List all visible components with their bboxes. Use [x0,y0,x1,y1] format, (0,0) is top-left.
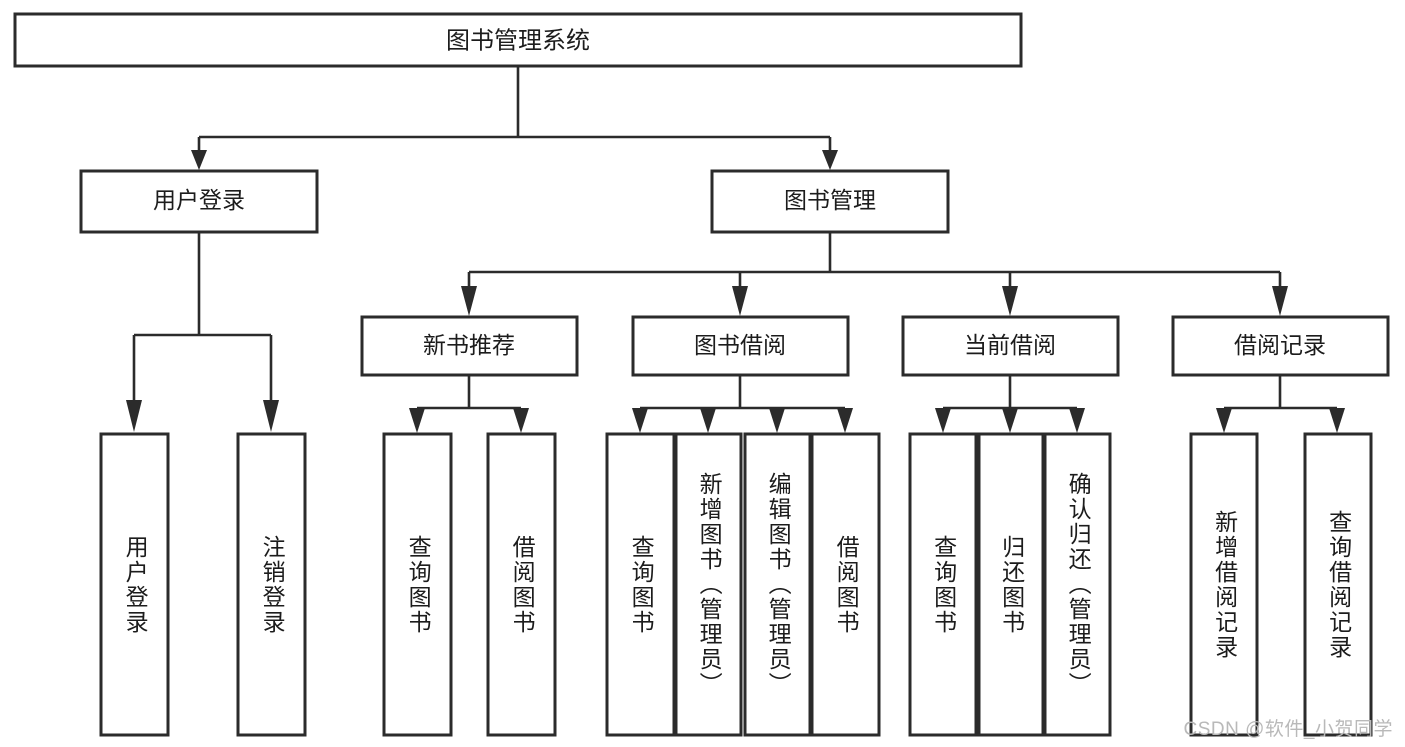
arrow-head-leaf-query-book-3 [935,408,951,433]
arrow-head-borrow-record [1272,286,1288,316]
arrow-head-leaf-borrow-book-1 [513,408,529,433]
node-new-book-rec-box[interactable] [360,315,579,377]
node-book-borrow-label: 图书借阅 [694,332,786,358]
node-book-borrow[interactable]: 图书借阅 [631,315,850,377]
node-leaf-add-record-box[interactable] [1189,432,1259,737]
arrow-head-leaf-return-book [1002,408,1018,433]
arrow-head-leaf-add-book [700,408,716,433]
node-leaf-query-book-2-box[interactable] [605,432,676,737]
node-borrow-record-label: 借阅记录 [1234,332,1326,358]
leaf-box-group [99,432,1373,737]
node-new-book-rec[interactable]: 新书推荐 [360,315,579,377]
node-current-borrow-label: 当前借阅 [964,332,1056,358]
watermark: CSDN @软件_小贺同学 [1183,719,1393,740]
arrow-head-leaf-user-logout [263,400,279,432]
node-leaf-query-book-1-box[interactable] [382,432,453,737]
node-user-login-box[interactable] [79,169,319,234]
arrow-head-leaf-confirm-return [1069,408,1085,433]
arrow-head-book-manage [822,150,838,170]
arrow-head-leaf-edit-book [769,408,785,433]
arrow-head-leaf-user-login [126,400,142,432]
node-book-manage[interactable]: 图书管理 [710,169,950,234]
node-leaf-add-book-box[interactable] [674,432,743,737]
arrow-head-leaf-query-book-1 [409,408,425,433]
node-user-login[interactable]: 用户登录 [79,169,319,234]
arrow-head-new-book-rec [461,286,477,316]
node-current-borrow[interactable]: 当前借阅 [901,315,1120,377]
arrow-head-leaf-borrow-book-2 [837,408,853,433]
arrow-head-current-borrow [1002,286,1018,316]
node-leaf-edit-book-box[interactable] [743,432,812,737]
arrow-head-leaf-query-book-2 [632,408,648,433]
node-leaf-query-book-3-box[interactable] [908,432,978,737]
node-leaf-borrow-book-1-box[interactable] [486,432,557,737]
connector-group [126,66,1345,433]
node-book-manage-box[interactable] [710,169,950,234]
arrow-head-user-login [191,150,207,170]
node-new-book-rec-label: 新书推荐 [423,332,515,358]
node-book-borrow-box[interactable] [631,315,850,377]
arrow-head-leaf-add-record [1216,408,1232,433]
node-leaf-confirm-return-box[interactable] [1043,432,1112,737]
node-root-label: 图书管理系统 [446,27,590,54]
node-root-box[interactable] [13,12,1023,68]
node-borrow-record-box[interactable] [1171,315,1390,377]
node-leaf-query-record-box[interactable] [1303,432,1373,737]
node-user-login-label: 用户登录 [153,187,245,213]
node-leaf-return-book-box[interactable] [977,432,1045,737]
node-book-manage-label: 图书管理 [784,187,876,213]
node-borrow-record[interactable]: 借阅记录 [1171,315,1390,377]
node-root[interactable]: 图书管理系统 [13,12,1023,68]
node-leaf-borrow-book-2-box[interactable] [810,432,881,737]
arrow-head-book-borrow [732,286,748,316]
node-leaf-user-login-box[interactable] [99,432,170,737]
arrow-head-leaf-query-record [1329,408,1345,433]
node-current-borrow-box[interactable] [901,315,1120,377]
node-leaf-user-logout-box[interactable] [236,432,307,737]
